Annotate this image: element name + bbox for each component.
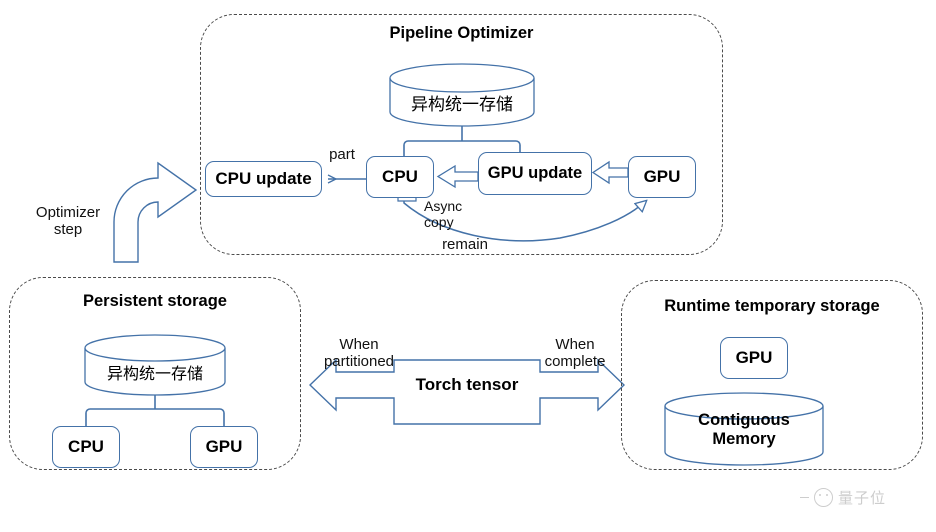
contiguous-memory-line1: Contiguous [698, 411, 790, 429]
label-when-partitioned-line2: partitioned [323, 353, 395, 371]
watermark: 量子位 [800, 487, 886, 508]
edge-label-async-copy-line1: Async [424, 198, 463, 214]
panel-title-runtime-temporary-storage: Runtime temporary storage [664, 297, 880, 315]
node-gpu-runtime[interactable]: GPU [720, 337, 788, 379]
node-cpu-pipeline[interactable]: CPU [366, 156, 434, 198]
node-cpu-update[interactable]: CPU update [205, 161, 322, 197]
node-cpu-persistent[interactable]: CPU [52, 426, 120, 468]
edge-label-remain: remain [442, 236, 488, 253]
edge-label-async-copy: Async copy [424, 198, 486, 230]
torch-tensor-label: Torch tensor [415, 375, 519, 394]
optimizer-step-label: Optimizer step [22, 204, 114, 239]
label-when-partitioned: When partitioned [320, 336, 398, 371]
node-gpu-pipeline[interactable]: GPU [628, 156, 696, 198]
optimizer-step-line1: Optimizer [35, 204, 101, 221]
edge-label-part: part [329, 146, 355, 163]
edge-label-async-copy-line2: copy [424, 214, 454, 231]
panel-title-pipeline-optimizer: Pipeline Optimizer [389, 24, 534, 42]
pipeline-storage-cylinder: 异构统一存储 [390, 64, 534, 126]
contiguous-memory-cylinder: Contiguous Memory [665, 393, 823, 465]
contiguous-memory-line2: Memory [712, 429, 776, 448]
node-gpu-update[interactable]: GPU update [478, 152, 592, 195]
watermark-text: 量子位 [838, 489, 887, 507]
persistent-storage-cylinder: 异构统一存储 [85, 335, 225, 395]
optimizer-step-block-arrow [113, 161, 198, 263]
panel-pipeline-optimizer [200, 14, 723, 255]
label-when-complete: When complete [536, 336, 614, 371]
panel-persistent-storage [9, 277, 301, 470]
persistent-storage-cylinder-label: 异构统一存储 [106, 366, 203, 383]
contiguous-memory-cylinder-label: Contiguous Memory [665, 411, 823, 449]
optimizer-step-line2: step [53, 221, 83, 239]
panel-title-persistent-storage: Persistent storage [83, 292, 227, 310]
label-when-complete-line1: When [555, 336, 595, 353]
watermark-dash-icon [800, 496, 809, 499]
node-gpu-persistent[interactable]: GPU [190, 426, 258, 468]
watermark-smiley-icon [814, 488, 833, 507]
label-when-partitioned-line1: When [339, 336, 379, 353]
label-when-complete-line2: complete [544, 353, 606, 371]
panel-runtime-temporary-storage [621, 280, 923, 470]
pipeline-storage-cylinder-label: 异构统一存储 [411, 95, 513, 114]
